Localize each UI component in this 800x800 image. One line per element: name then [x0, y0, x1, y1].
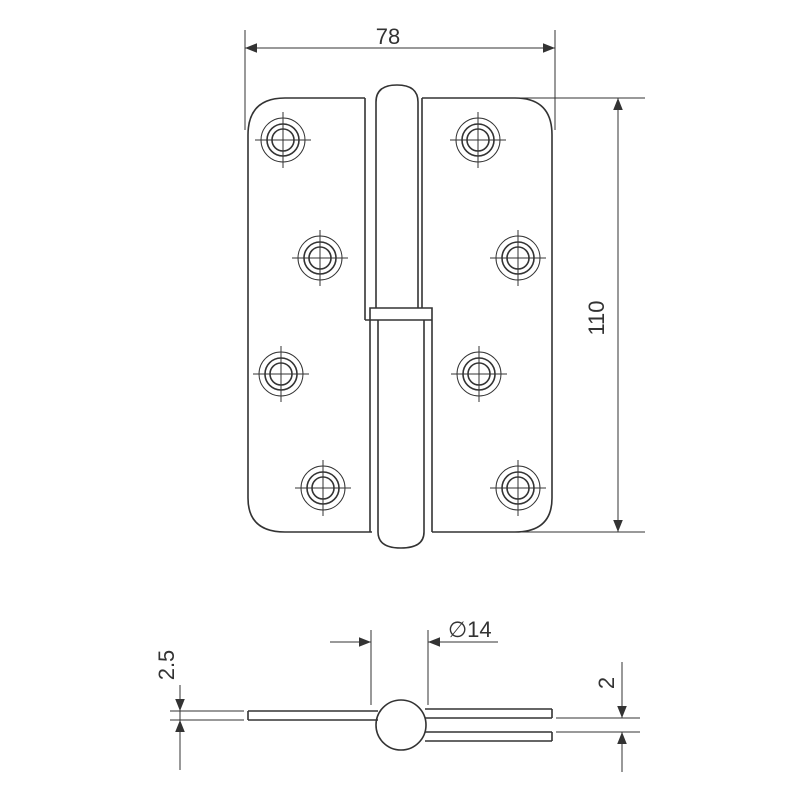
left-leaf [247, 97, 372, 533]
screw-hole [450, 112, 506, 168]
right-thickness-label: 2 [594, 677, 619, 689]
pin-diameter-dimension: ∅14 [330, 617, 498, 705]
section-view: ∅14 2.5 2 [154, 617, 640, 772]
screw-hole [295, 460, 351, 516]
left-thickness-dimension: 2.5 [154, 650, 244, 770]
left-thickness-label: 2.5 [154, 650, 179, 681]
screw-hole [490, 230, 546, 286]
pin-diameter-label: ∅14 [448, 617, 492, 642]
screw-hole [253, 346, 309, 402]
height-dimension-label: 110 [584, 300, 609, 335]
screw-hole [255, 112, 311, 168]
right-plate-section [425, 708, 553, 742]
right-thickness-dimension: 2 [556, 662, 640, 772]
width-dimension-label: 78 [376, 24, 400, 49]
screw-hole [490, 460, 546, 516]
left-plate-section [247, 710, 378, 721]
width-dimension: 78 [244, 24, 556, 130]
hinge-knuckle [364, 84, 433, 549]
pin-circle [375, 699, 427, 751]
screw-holes [253, 112, 546, 516]
screw-hole [292, 230, 348, 286]
height-dimension: 110 [515, 97, 645, 533]
right-leaf [422, 97, 553, 533]
front-view: 78 110 [244, 24, 645, 549]
screw-hole [451, 346, 507, 402]
